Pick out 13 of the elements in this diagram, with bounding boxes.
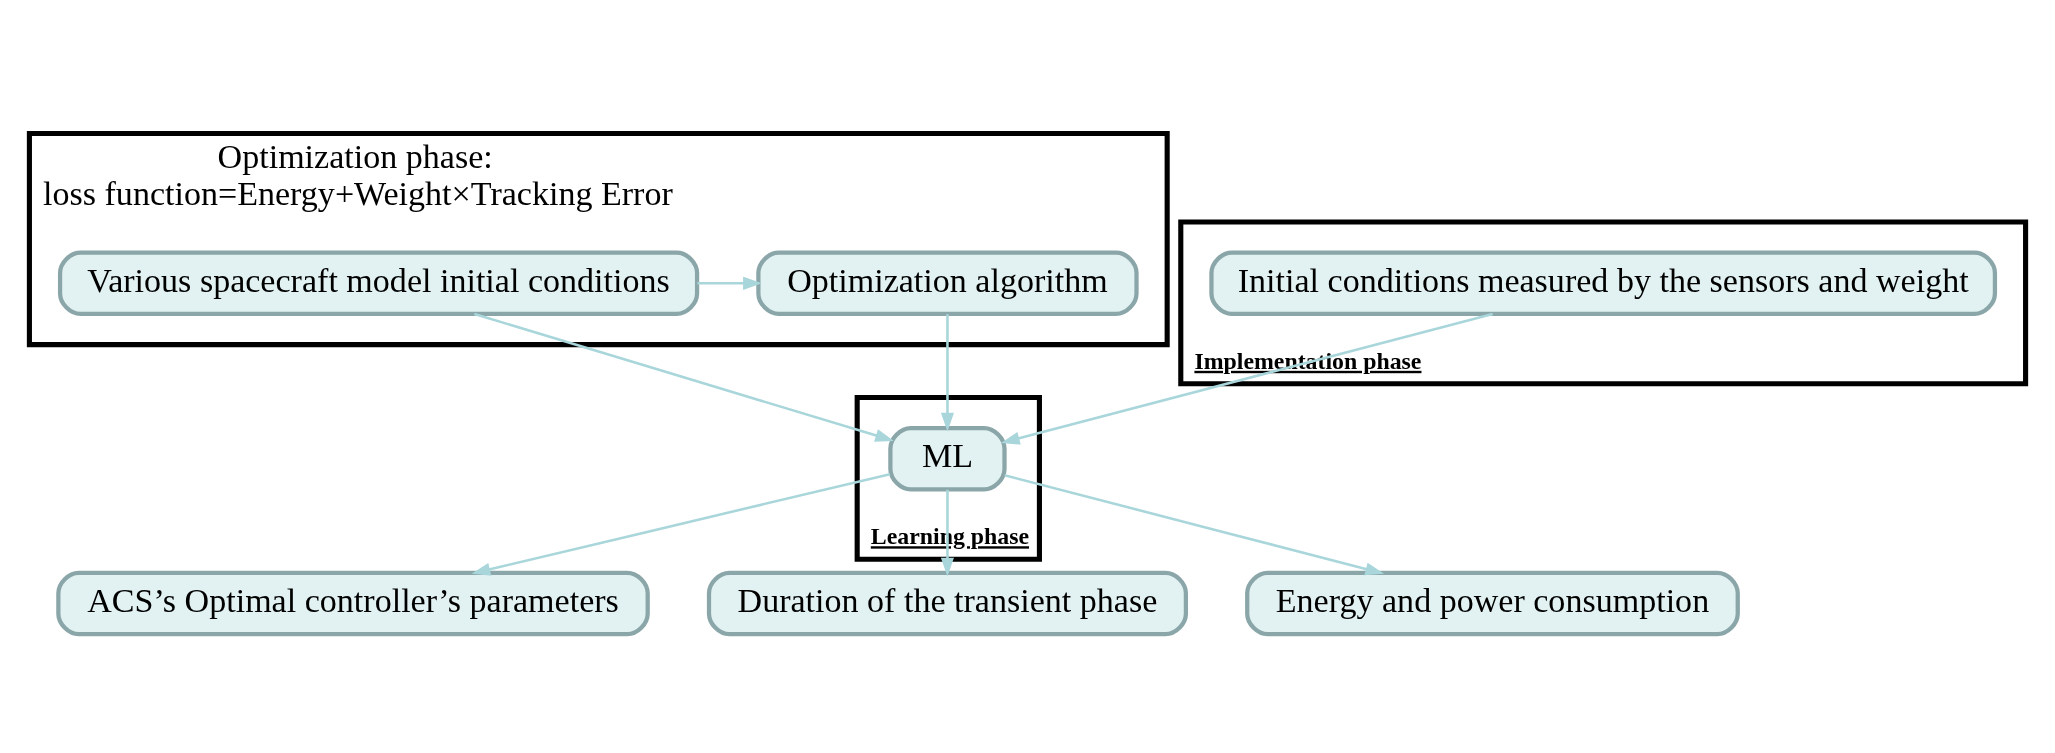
arrow	[1004, 473, 1385, 575]
node-box: Energy and power consumption	[1245, 570, 1740, 636]
arrow	[1000, 312, 1494, 445]
node-box: Various spacecraft model initial conditions	[57, 250, 700, 316]
node-box: Initial conditions measured by the sensors and weight	[1209, 250, 1998, 316]
arrow	[697, 276, 762, 290]
arrow	[471, 472, 891, 576]
node-box: ML	[888, 425, 1007, 492]
node-box: ACS’s Optimal controller’s parameters	[56, 570, 650, 636]
node-box: Optimization algorithm	[756, 250, 1139, 316]
node-box: Duration of the transient phase	[706, 570, 1189, 636]
arrow	[940, 313, 954, 432]
arrow	[940, 489, 954, 576]
